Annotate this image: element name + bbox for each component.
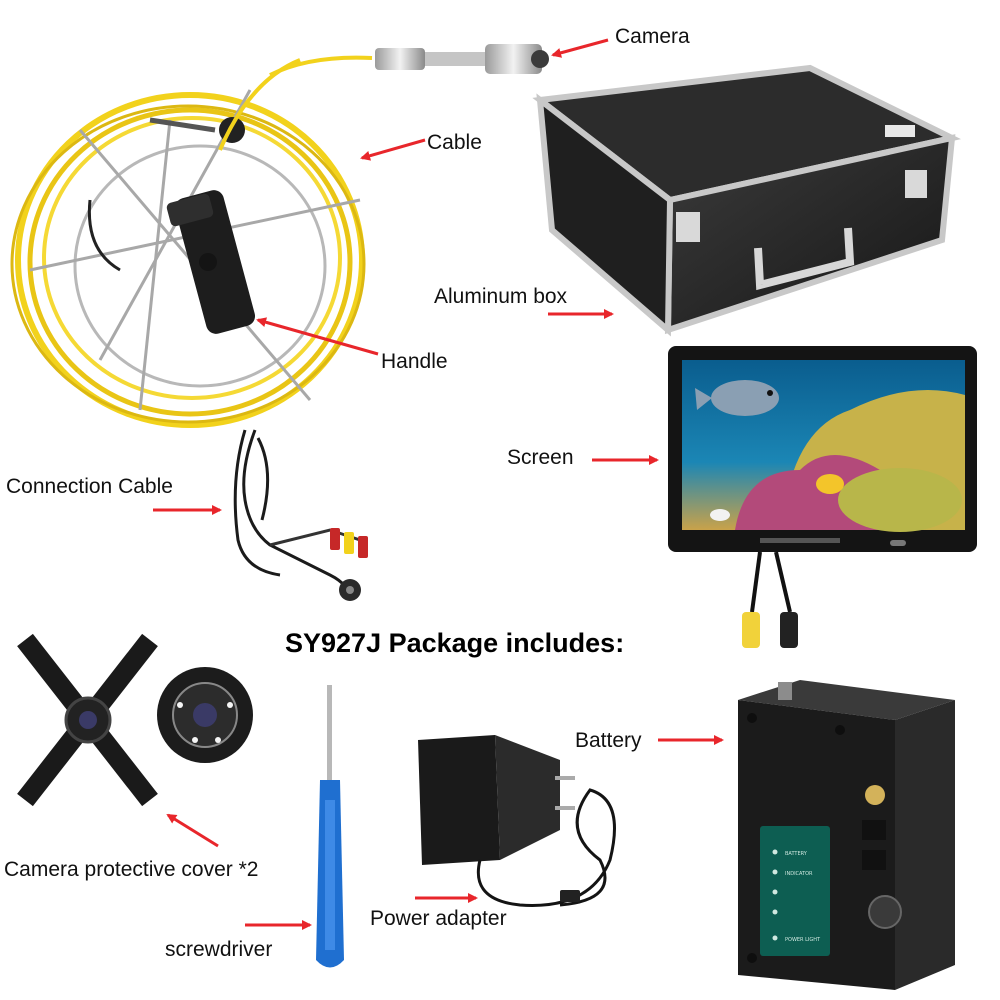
camera-probe — [375, 44, 549, 74]
label-camera-protective-cover: Camera protective cover *2 — [4, 858, 259, 881]
arrow-cable — [360, 138, 426, 161]
battery-panel-label-2: INDICATOR — [785, 871, 813, 877]
label-handle: Handle — [381, 350, 448, 373]
label-cable: Cable — [427, 131, 482, 154]
battery-box — [738, 680, 955, 990]
connection-cable — [233, 429, 368, 601]
protective-cover-ring — [157, 667, 253, 763]
monitor-screen — [668, 346, 977, 648]
arrow-handle — [256, 317, 379, 356]
aluminum-box — [532, 64, 962, 337]
pointer-arrows — [153, 38, 724, 930]
label-screen: Screen — [507, 446, 574, 469]
arrow-protective-cover — [166, 813, 219, 848]
label-power-adapter: Power adapter — [370, 907, 507, 930]
package-heading: SY927J Package includes: — [285, 628, 625, 658]
cable-reel — [10, 55, 373, 428]
label-connection-cable: Connection Cable — [6, 475, 173, 498]
screwdriver — [316, 685, 344, 968]
battery-panel-label-3: POWER LIGHT — [785, 937, 821, 943]
battery-panel-label-1: BATTERY — [785, 851, 808, 857]
arrow-camera — [551, 38, 609, 58]
protective-cover-spider — [17, 633, 158, 807]
label-aluminum-box: Aluminum box — [434, 285, 568, 308]
label-camera: Camera — [615, 25, 690, 48]
reel-handle — [166, 190, 256, 334]
label-battery: Battery — [575, 729, 642, 752]
label-screwdriver: screwdriver — [165, 938, 273, 961]
power-adapter — [418, 735, 616, 907]
